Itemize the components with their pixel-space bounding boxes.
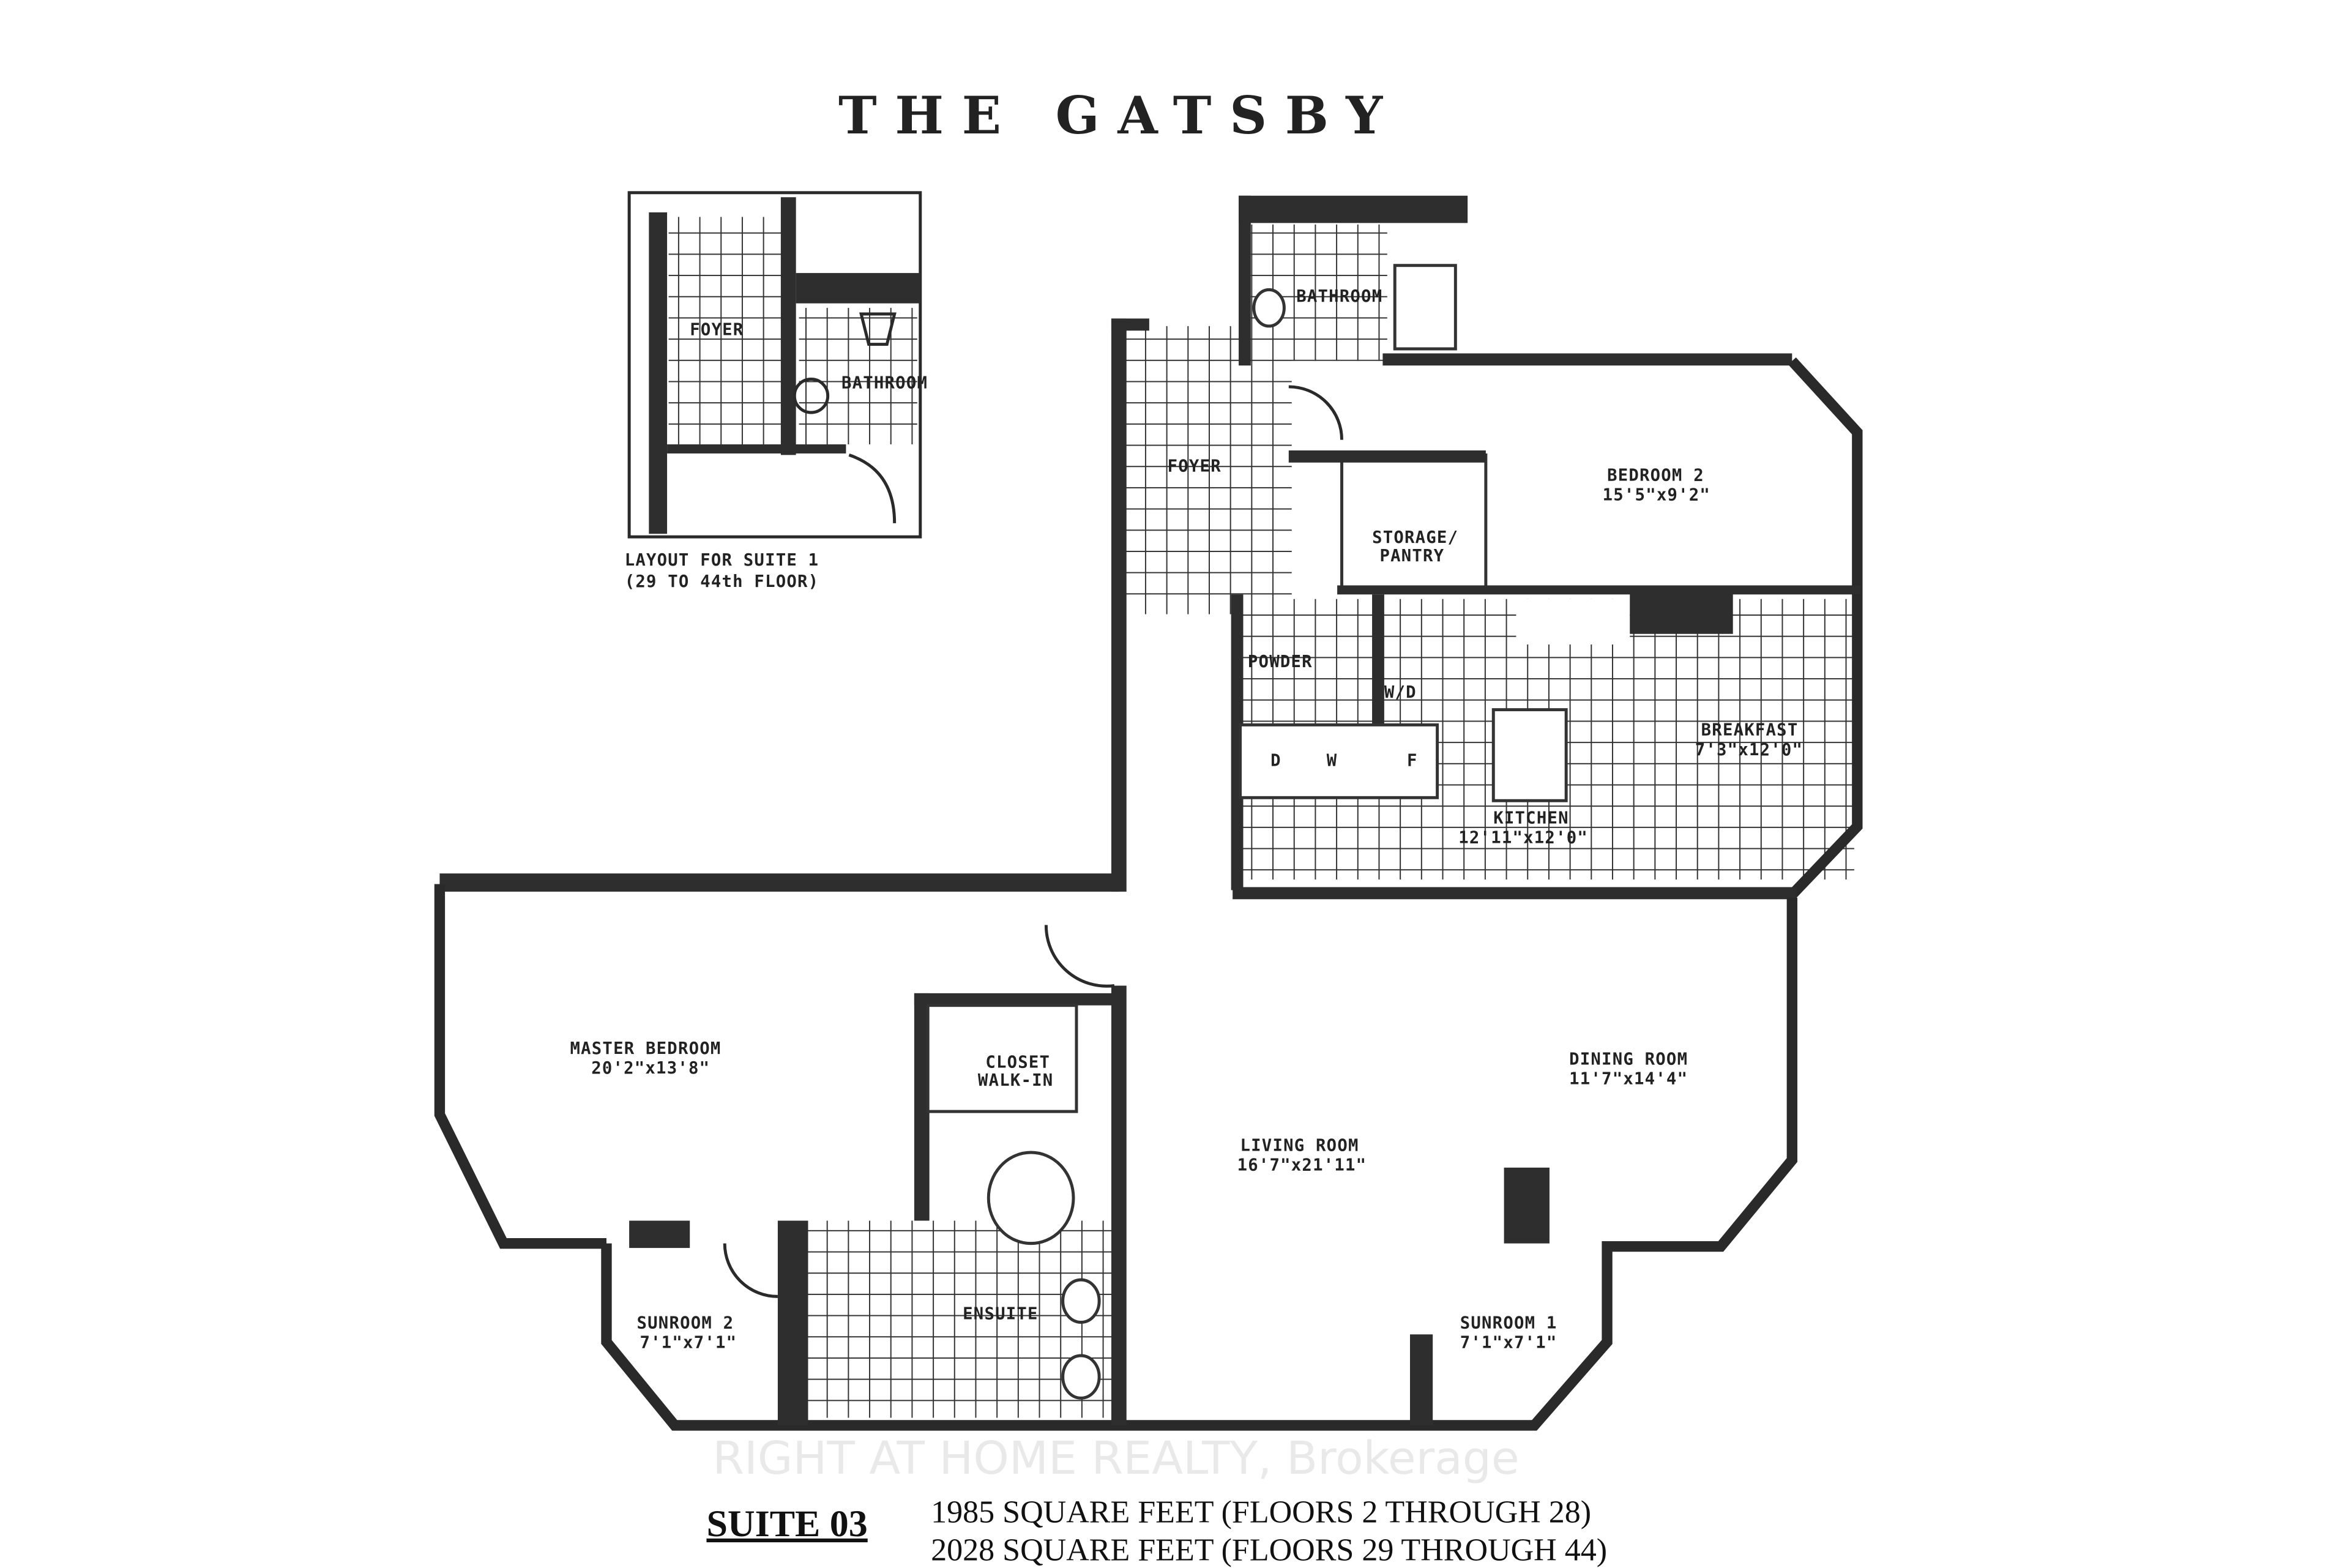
dining-room-label: DINING ROOM [1569,1050,1688,1069]
dining-room-size: 11'7"x14'4" [1569,1070,1688,1089]
ensuite-tile [788,1220,1114,1418]
bedroom2-label: BEDROOM 2 [1607,466,1704,485]
sunroom2-size: 7'1"x7'1" [640,1334,737,1353]
kitchen-island [1491,708,1568,802]
foyer-tile [1125,326,1292,614]
watermark: RIGHT AT HOME REALTY, Brokerage [712,1432,1519,1485]
suite-number: SUITE 03 [706,1503,867,1545]
inset-bathroom-label: BATHROOM [841,373,928,392]
storage-pantry [1340,453,1488,593]
powder-label: POWDER [1248,652,1313,671]
plan-title: THE GATSBY [838,85,1401,146]
master-bedroom-size: 20'2"x13'8" [591,1059,710,1078]
walkin-label: WALK-IN [978,1071,1054,1090]
inset-foyer-label: FOYER [690,321,744,340]
sunroom1-label: SUNROOM 1 [1460,1313,1557,1332]
living-room-label: LIVING ROOM [1240,1137,1359,1155]
master-bedroom-label: MASTER BEDROOM [570,1039,722,1058]
bedroom2-size: 15'5"x9'2" [1603,486,1710,505]
area-line-1: 1985 SQUARE FEET (FLOORS 2 THROUGH 28) [931,1495,1591,1530]
storage-label: STORAGE/ [1372,528,1458,547]
foyer-label: FOYER [1168,457,1222,476]
bathroom-label: BATHROOM [1296,287,1382,306]
kitchen-counter [1516,599,1630,645]
closet-label: CLOSET [985,1053,1050,1072]
inset-caption-1: LAYOUT FOR SUITE 1 [625,551,819,570]
sunroom1-size: 7'1"x7'1" [1460,1334,1557,1353]
breakfast-size: 7'3"x12'0" [1695,741,1803,760]
breakfast-label: BREAKFAST [1701,721,1799,740]
area-line-2: 2028 SQUARE FEET (FLOORS 29 THROUGH 44) [931,1533,1607,1567]
inset-suite1-layout: FOYER BATHROOM LAYOUT FOR SUITE 1 (29 TO… [625,191,928,591]
living-room-size: 16'7"x21'11" [1237,1156,1367,1175]
fridge-label: F [1407,751,1418,770]
dryer-label: D [1270,751,1281,770]
ensuite-label: ENSUITE [963,1305,1039,1324]
kitchen-size: 12'11"x12'0" [1458,829,1588,848]
sunroom2-label: SUNROOM 2 [637,1313,734,1332]
washer-label: W [1327,751,1338,770]
pantry-label: PANTRY [1379,547,1444,566]
wd-label: W/D [1384,683,1417,702]
walls [434,195,1863,1431]
inset-caption-2: (29 TO 44th FLOOR) [625,572,819,591]
kitchen-label: KITCHEN [1493,808,1569,827]
